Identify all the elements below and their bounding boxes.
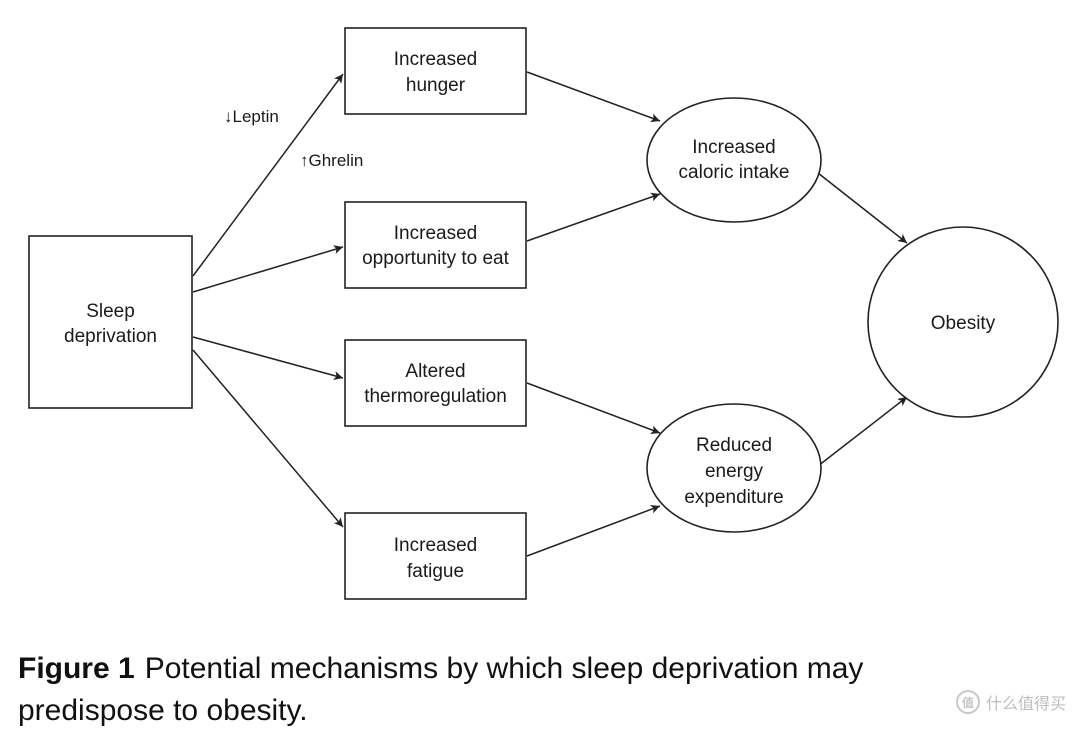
node-hunger-line-2: hunger [406,75,466,96]
edge-sleep-to-opportunity [192,245,344,293]
node-obesity: Obesity [867,226,1059,418]
node-sleep-deprivation: Sleep deprivation [28,235,193,409]
edge-fatigue-to-energy [526,504,661,557]
watermark-text: 什么值得买 [985,694,1066,713]
node-thermo-line-2: thermoregulation [364,386,507,407]
node-energy-line-3: expenditure [684,487,783,508]
leptin-label: ↓Leptin [224,107,279,126]
node-fatigue-line-2: fatigue [407,561,464,582]
edge-sleep-to-thermoregulation [192,336,344,380]
node-obesity-label: Obesity [931,313,996,334]
edge-caloric-intake-to-obesity [817,172,908,244]
node-increased-caloric-intake: Increased caloric intake [646,97,822,223]
node-increased-hunger: Increased hunger [344,27,527,115]
node-increased-fatigue: Increased fatigue [344,512,527,600]
figure-label: Figure 1 [18,652,135,685]
edge-sleep-to-fatigue [192,349,344,528]
node-thermo-line-1: Altered [405,361,465,382]
node-fatigue-line-1: Increased [394,535,477,556]
edge-hunger-to-caloric-intake [526,71,661,123]
node-caloric-line-2: caloric intake [679,162,790,183]
edge-sleep-to-hunger [192,73,344,277]
node-sleep-line-2: deprivation [64,326,157,347]
node-reduced-energy-expenditure: Reduced energy expenditure [646,403,822,533]
figure-caption-text: Potential mechanisms by which sleep depr… [18,652,864,727]
node-energy-line-1: Reduced [696,435,772,456]
node-opportunity-line-1: Increased [394,223,477,244]
edge-energy-to-obesity [817,396,908,467]
node-sleep-line-1: Sleep [86,301,135,322]
node-hunger-line-1: Increased [394,49,477,70]
mechanism-diagram: ↓Leptin ↑Ghrelin Sleep deprivation Incre… [28,27,1059,600]
node-opportunity-line-2: opportunity to eat [362,248,510,269]
node-altered-thermoregulation: Altered thermoregulation [344,339,527,427]
watermark: 值 什么值得买 [955,690,1066,714]
edge-opportunity-to-caloric-intake [526,192,661,242]
node-caloric-line-1: Increased [692,137,775,158]
ghrelin-label: ↑Ghrelin [300,151,363,170]
node-increased-opportunity: Increased opportunity to eat [344,201,527,289]
edges [192,71,908,557]
edge-thermoregulation-to-energy [526,382,661,435]
node-energy-line-2: energy [705,461,764,482]
watermark-logo-icon: 值 [955,690,980,714]
